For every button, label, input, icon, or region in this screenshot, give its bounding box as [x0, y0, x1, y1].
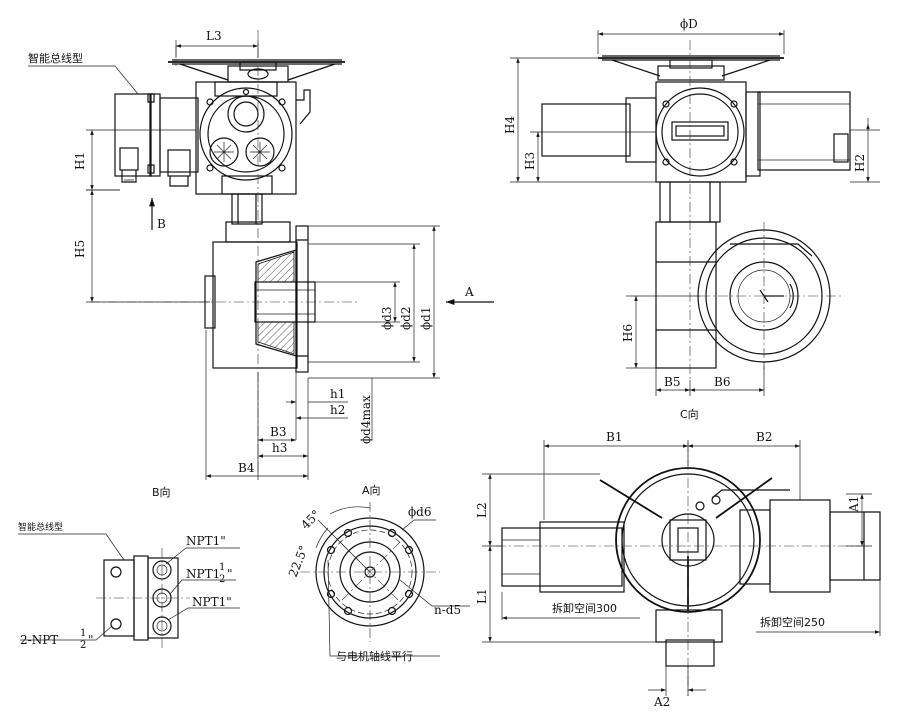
- dim-B4-label: B4: [238, 461, 255, 475]
- handwheel: [168, 59, 345, 83]
- dim-L3-label: L3: [206, 29, 222, 43]
- view-B-arrow: B: [149, 198, 166, 231]
- smart-bus-callout: 智能总线型: [28, 51, 139, 95]
- dim-H6-label: H6: [621, 324, 635, 342]
- dim-d3-label: ϕd3: [380, 307, 394, 331]
- view-A-arrow: A: [446, 285, 494, 305]
- dim-B3-label: B3: [270, 425, 286, 439]
- b-port-top: NPT1": [186, 534, 226, 548]
- dim-H1-label: H1: [73, 152, 87, 170]
- b-port-left-num: 1: [80, 628, 86, 639]
- a-parallel-note: 与电机轴线平行: [336, 649, 413, 663]
- a-view: A向 45° 22.5° ϕd6 n-d5 与电机轴线平行: [286, 483, 470, 663]
- dim-h3-label: h3: [272, 441, 287, 455]
- dim-B6-label: B6: [714, 375, 730, 389]
- dim-A2-label: A2: [653, 695, 670, 709]
- b-port-mid-den: 2: [219, 574, 225, 585]
- dim-B1-label: B1: [606, 430, 622, 444]
- dim-D-label: ϕD: [680, 17, 698, 31]
- dim-H3-label: H3: [523, 152, 537, 170]
- a-angle-22: 22.5°: [286, 544, 311, 580]
- smart-bus-module: [114, 93, 199, 187]
- dim-A1-label: A1: [847, 496, 861, 513]
- dim-h2-label: h2: [330, 403, 345, 417]
- dim-d1-label: ϕd1: [419, 307, 433, 331]
- top-view: B1 B2 L2 L1 A1 拆卸空间300 拆卸空间250 A2: [475, 430, 881, 709]
- b-port-bot: NPT1": [192, 595, 232, 609]
- a-view-title: A向: [362, 483, 381, 497]
- dim-B3-h3-B4: B3 h3 B4: [205, 330, 309, 480]
- gearbox-housing: [195, 81, 311, 195]
- b-port-mid-num: 1: [219, 562, 225, 573]
- b-view: B向 智能总线型 NPT1" NPT1 1 2 " NPT1" 2-NPT 1 …: [18, 485, 240, 651]
- output-section: [204, 225, 316, 373]
- view-A-arrow-label: A: [464, 285, 474, 299]
- smart-bus-label: 智能总线型: [28, 51, 83, 65]
- b-port-left-suffix: ": [88, 633, 94, 647]
- a-d6-label: ϕd6: [408, 505, 432, 519]
- clearance-300: 拆卸空间300: [552, 601, 617, 615]
- dim-h1-h2: h1 h2: [286, 372, 348, 420]
- b-port-mid: NPT1: [186, 567, 220, 581]
- dim-L2-label: L2: [475, 502, 489, 518]
- dim-diameters: ϕd3 ϕd2 ϕd1: [308, 225, 440, 379]
- view-B-arrow-label: B: [157, 217, 166, 231]
- b-view-smart-bus-label: 智能总线型: [18, 521, 63, 533]
- b-port-left: 2-NPT: [20, 633, 58, 647]
- c-view: ϕD H4 H3 H2 H6 B5 B6 C向: [503, 17, 880, 421]
- main-view: L3 智能总线型 H1 H5 B ϕd3: [28, 29, 494, 480]
- dim-L1-label: L1: [475, 588, 489, 604]
- b-port-mid-suffix: ": [227, 567, 233, 581]
- dim-d4max: ϕd4max: [359, 378, 373, 444]
- a-nd5-label: n-d5: [434, 603, 461, 617]
- b-view-title: B向: [152, 485, 171, 499]
- dim-B5-label: B5: [664, 375, 680, 389]
- dim-H5-label: H5: [73, 240, 87, 258]
- dim-H2-label: H2: [853, 154, 867, 172]
- dim-L3: L3: [175, 29, 259, 58]
- dim-H1: H1: [73, 129, 196, 191]
- a-angle-45: 45°: [298, 507, 323, 532]
- dim-d4max-label: ϕd4max: [359, 395, 373, 444]
- dim-h1-label: h1: [330, 387, 345, 401]
- c-view-title: C向: [680, 407, 699, 421]
- clearance-250: 拆卸空间250: [760, 615, 825, 629]
- dim-H4-label: H4: [503, 116, 517, 134]
- dim-B2-label: B2: [756, 430, 772, 444]
- b-port-left-den: 2: [80, 640, 86, 651]
- dim-d2-label: ϕd2: [399, 307, 413, 331]
- dim-H5: H5: [73, 189, 210, 303]
